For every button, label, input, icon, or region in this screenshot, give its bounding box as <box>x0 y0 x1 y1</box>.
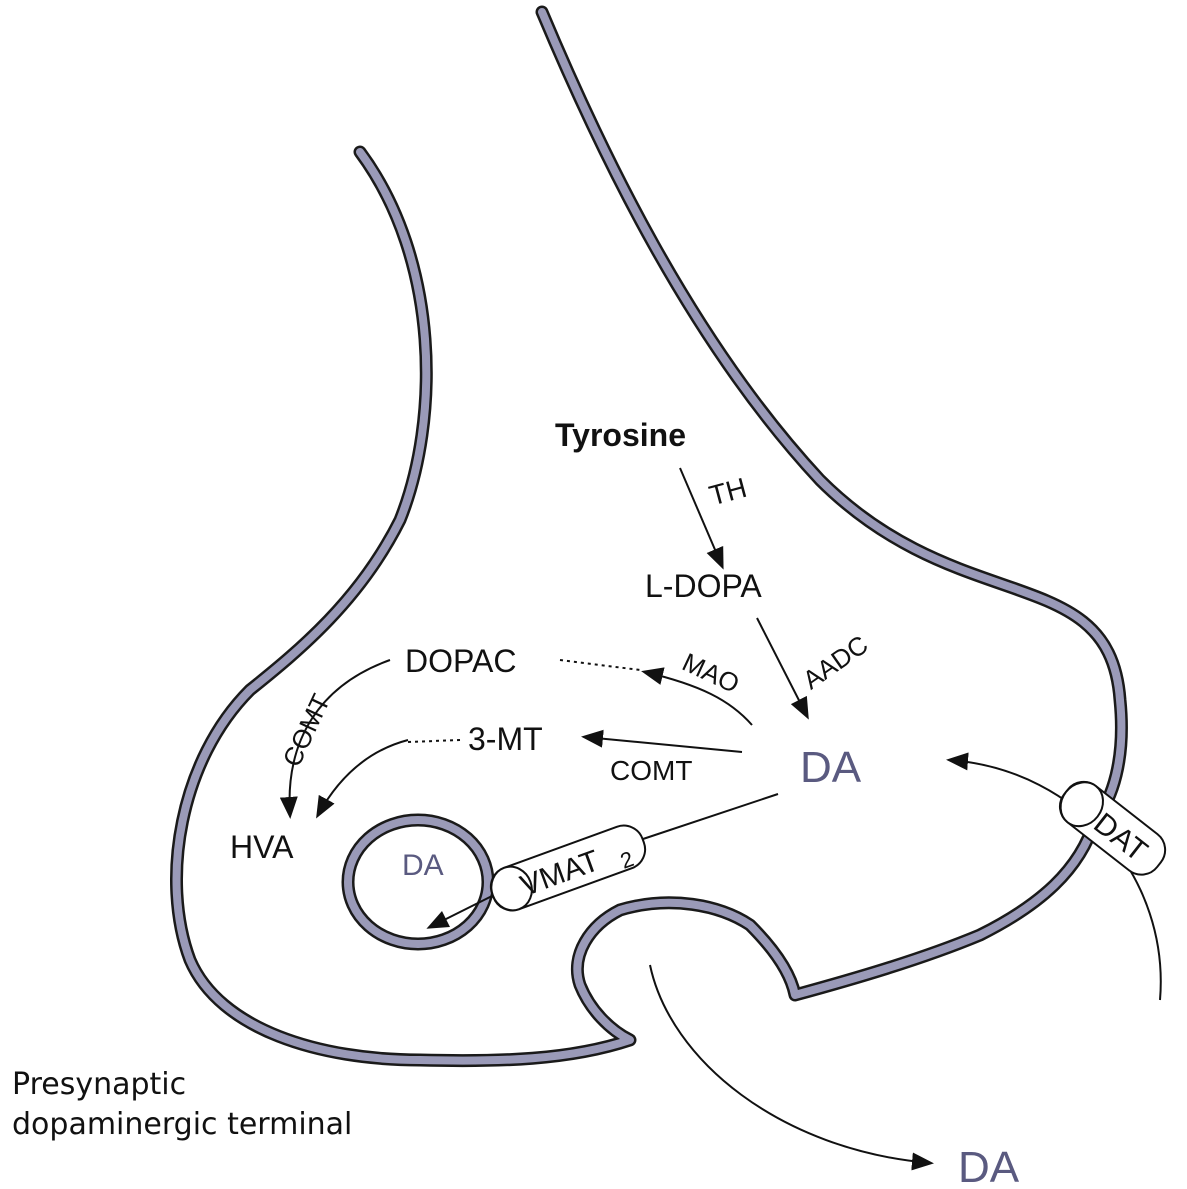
3mt-dotted-link <box>408 740 460 742</box>
mao-enzyme-label: MAO <box>678 647 744 699</box>
presynaptic-membrane <box>177 152 1096 1061</box>
caption: Presynaptic dopaminergic terminal <box>12 1065 352 1145</box>
tyrosine-label: Tyrosine <box>555 417 686 453</box>
3mt-to-hva-arrow <box>318 740 408 815</box>
synaptic-vesicle <box>348 820 488 944</box>
hva-label: HVA <box>230 829 294 865</box>
th-enzyme-label: TH <box>706 472 750 512</box>
comt-lower-enzyme-label: COMT <box>610 755 692 786</box>
axon-membrane-right <box>542 12 1121 820</box>
da-cytosol-label: DA <box>800 743 862 792</box>
da-synapse-label: DA <box>958 1143 1020 1189</box>
caption-line-1: Presynaptic <box>12 1065 352 1105</box>
ldopa-to-da-arrow <box>757 618 807 716</box>
da-vesicle-label: DA <box>402 849 444 882</box>
mao-dotted-link <box>560 660 640 670</box>
dopac-label: DOPAC <box>405 643 516 679</box>
da-to-vmat-line <box>640 794 778 840</box>
da-to-3mt-comt-arrow <box>585 737 742 752</box>
comt-upper-enzyme-label: COMT <box>276 689 336 771</box>
3mt-label: 3-MT <box>468 721 543 757</box>
aadc-enzyme-label: AADC <box>797 629 873 695</box>
ldopa-label: L-DOPA <box>645 568 762 604</box>
caption-line-2: dopaminergic terminal <box>12 1105 352 1145</box>
